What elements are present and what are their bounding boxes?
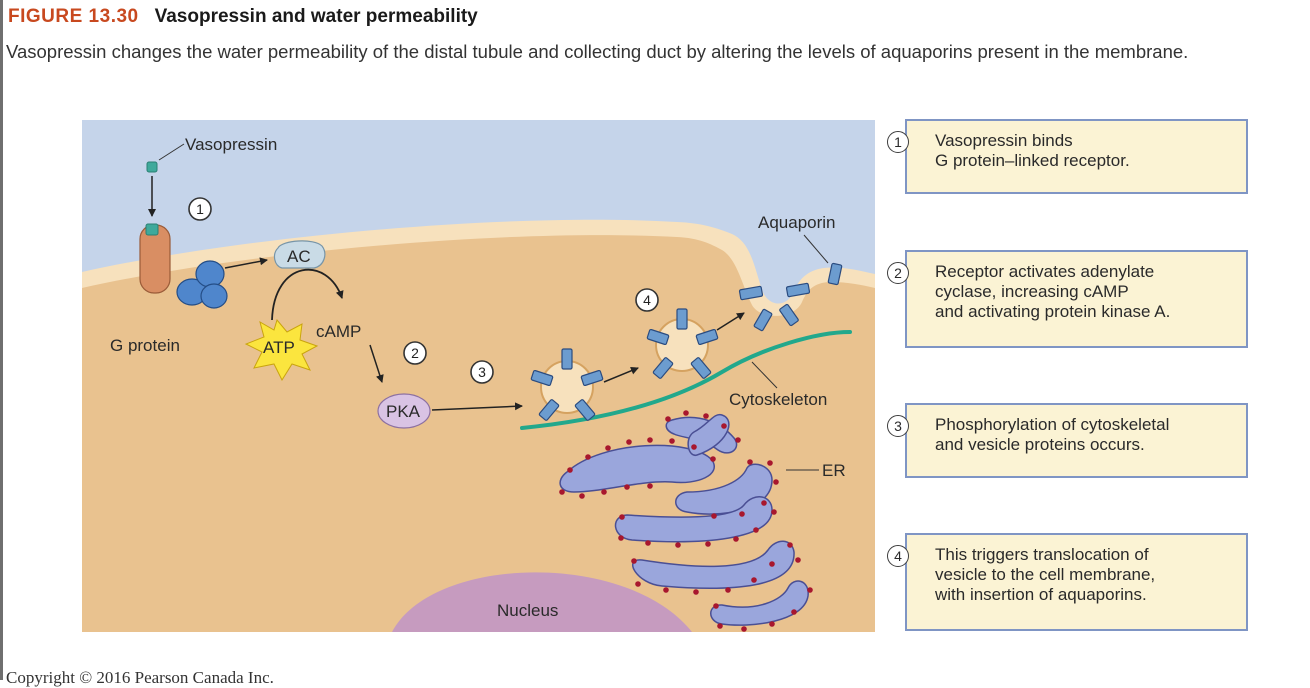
step-number-4: 4 bbox=[887, 545, 909, 567]
atp-starburst bbox=[244, 318, 319, 382]
step-box-3: 3 Phosphorylation of cytoskeletal and ve… bbox=[887, 403, 1248, 478]
arrow-camp-to-pka bbox=[369, 344, 384, 383]
figure-caption: Vasopressin changes the water permeabili… bbox=[6, 41, 1189, 62]
diagram-marker-2: 2 bbox=[403, 341, 427, 365]
step-2-line-3: and activating protein kinase A. bbox=[935, 302, 1171, 321]
figure-heading: FIGURE 13.30 Vasopressin and water permea… bbox=[8, 6, 478, 28]
label-pka: PKA bbox=[386, 402, 421, 421]
arrow-gprotein-to-ac bbox=[224, 257, 268, 269]
label-nucleus: Nucleus bbox=[497, 601, 558, 620]
figure-label: FIGURE 13.30 bbox=[8, 6, 139, 27]
step-4-line-2: vesicle to the cell membrane, bbox=[935, 565, 1156, 584]
arrow-vesicle-to-vesicle bbox=[603, 366, 639, 383]
left-rule bbox=[0, 0, 3, 680]
label-ac: AC bbox=[287, 247, 311, 266]
step-4-line-3: with insertion of aquaporins. bbox=[935, 585, 1147, 604]
label-atp: ATP bbox=[263, 338, 295, 357]
vasopressin-molecule bbox=[146, 161, 158, 173]
step-box-4: 4 This triggers translocation of vesicle… bbox=[887, 533, 1248, 631]
svg-text:4: 4 bbox=[643, 292, 651, 308]
label-camp: cAMP bbox=[316, 322, 361, 341]
arrow-pka-to-vesicle bbox=[431, 402, 523, 411]
step-4-line-1: This triggers translocation of bbox=[935, 545, 1149, 564]
step-number-1: 1 bbox=[887, 131, 909, 153]
step-1-line-1: Vasopressin binds bbox=[935, 131, 1073, 150]
svg-text:3: 3 bbox=[478, 364, 486, 380]
step-number-3: 3 bbox=[887, 415, 909, 437]
step-box-2: 2 Receptor activates adenylate cyclase, … bbox=[887, 250, 1248, 348]
vesicle-translocating bbox=[646, 308, 719, 379]
vesicle-docking bbox=[530, 348, 604, 421]
step-3-line-1: Phosphorylation of cytoskeletal bbox=[935, 415, 1170, 434]
step-3-line-2: and vesicle proteins occurs. bbox=[935, 435, 1145, 454]
diagram-marker-3: 3 bbox=[470, 360, 494, 384]
step-box-1: 1 Vasopressin binds G protein–linked rec… bbox=[887, 119, 1248, 194]
label-g-protein: G protein bbox=[110, 336, 180, 355]
label-vasopressin: Vasopressin bbox=[185, 135, 277, 154]
bound-vasopressin bbox=[145, 223, 159, 236]
figure-title: Vasopressin and water permeability bbox=[154, 6, 478, 27]
membrane-aquaporins bbox=[738, 262, 843, 332]
cytoskeleton-leader-line bbox=[751, 361, 778, 389]
label-er: ER bbox=[822, 461, 846, 480]
diagram-marker-4: 4 bbox=[635, 288, 659, 312]
step-1-line-2: G protein–linked receptor. bbox=[935, 151, 1130, 170]
protein-kinase-a bbox=[377, 393, 431, 429]
diagram-marker-1: 1 bbox=[188, 197, 212, 221]
endoplasmic-reticulum bbox=[559, 413, 809, 626]
label-cytoskeleton: Cytoskeleton bbox=[729, 390, 827, 409]
step-2-line-2: cyclase, increasing cAMP bbox=[935, 282, 1129, 301]
vasopressin-diagram: Nucleus ER Cytoskeleton bbox=[82, 120, 875, 632]
aquaporin-leader-line bbox=[803, 234, 829, 264]
label-aquaporin: Aquaporin bbox=[758, 213, 836, 232]
nucleus bbox=[392, 572, 692, 632]
vasopressin-leader-line bbox=[158, 143, 185, 161]
svg-text:1: 1 bbox=[196, 201, 204, 217]
step-number-2: 2 bbox=[887, 262, 909, 284]
g-protein bbox=[176, 260, 228, 309]
copyright-notice: Copyright © 2016 Pearson Canada Inc. bbox=[6, 668, 274, 687]
adenylate-cyclase bbox=[273, 240, 326, 269]
step-2-line-1: Receptor activates adenylate bbox=[935, 262, 1155, 281]
er-ribosomes bbox=[559, 410, 813, 632]
arrow-vesicle-to-membrane bbox=[716, 312, 745, 331]
arrow-atp-to-camp bbox=[271, 268, 344, 321]
svg-text:2: 2 bbox=[411, 345, 419, 361]
